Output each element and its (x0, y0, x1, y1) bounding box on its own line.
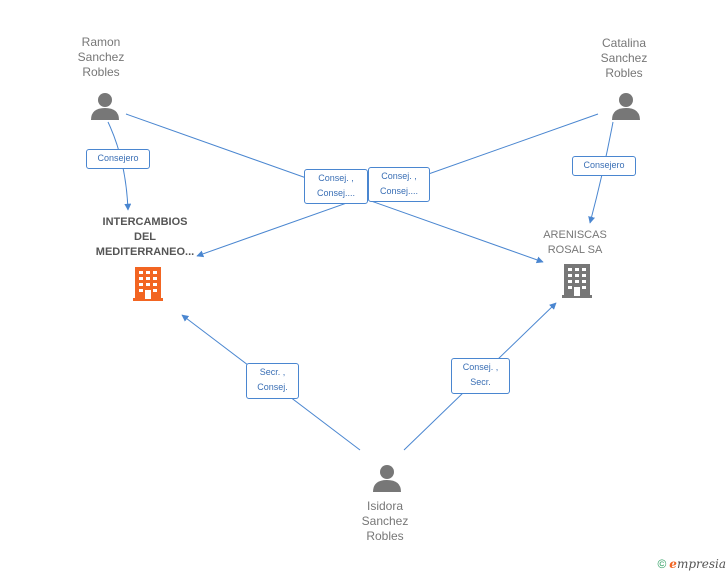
person-icon[interactable] (611, 91, 641, 120)
empresia-watermark: © empresia (657, 557, 726, 571)
company-name-areniscas[interactable]: ARENISCAS ROSAL SA (543, 229, 607, 256)
empresia-logo: empresia (669, 557, 726, 571)
person-name-catalina[interactable]: Catalina Sanchez Robles (600, 36, 648, 80)
edge-label-catalina-areniscas: Consejero (572, 156, 636, 176)
person-icon[interactable] (90, 91, 120, 120)
building-icon[interactable] (133, 267, 163, 301)
person-icon[interactable] (372, 463, 402, 492)
edge-label-isidora-areniscas: Consej. , Secr. (451, 358, 510, 394)
edge-label-ramon-areniscas: Consej. , Consej.... (304, 169, 368, 204)
edge-label-isidora-intercambios: Secr. , Consej. (246, 363, 299, 399)
building-icon[interactable] (562, 264, 592, 298)
person-name-isidora[interactable]: Isidora Sanchez Robles (361, 499, 409, 543)
person-name-ramon[interactable]: Ramon Sanchez Robles (77, 35, 125, 79)
copyright-symbol: © (657, 557, 667, 571)
edge-label-ramon-intercambios: Consejero (86, 149, 150, 169)
edge-label-catalina-intercambios: Consej. , Consej.... (368, 167, 430, 202)
company-name-intercambios[interactable]: INTERCAMBIOS DEL MEDITERRANEO... (95, 216, 195, 258)
